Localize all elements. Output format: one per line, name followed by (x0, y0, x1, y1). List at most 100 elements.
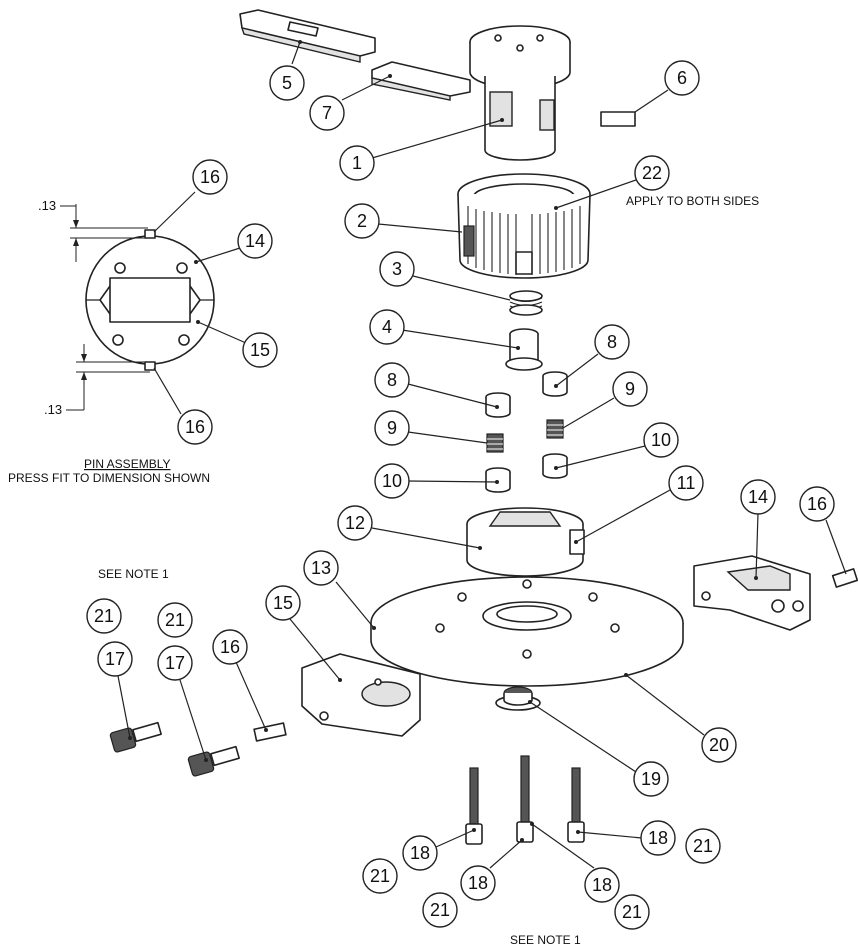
balloon-label: 18 (648, 828, 668, 848)
part-17-screw-b (179, 679, 240, 777)
balloon-label: 16 (200, 167, 220, 187)
balloon-label: 3 (392, 259, 402, 279)
balloon-3: 3 (379, 251, 415, 287)
part-8-pin-left (407, 383, 511, 418)
balloon-14a: 14 (740, 479, 776, 515)
balloon-circle (379, 251, 415, 287)
part-17-screw-a (109, 675, 162, 753)
balloon-label: 2 (357, 211, 367, 231)
balloon-label: 18 (468, 873, 488, 893)
balloon-circle (374, 463, 410, 499)
pin-assembly-title: PIN ASSEMBLY (84, 457, 170, 471)
part-9-spring-left (407, 431, 504, 453)
balloon-21d: 21 (422, 892, 458, 928)
balloon-5: 5 (269, 65, 305, 101)
see-note-bottom: SEE NOTE 1 (510, 933, 581, 947)
balloon-label: 9 (387, 418, 397, 438)
balloon-circle (303, 550, 339, 586)
part-16-pin-right (825, 519, 858, 588)
part-8-pin-right (542, 353, 599, 397)
part-5-slide-bar (239, 9, 376, 65)
balloon-label: 17 (105, 649, 125, 669)
balloon-label: 11 (677, 473, 696, 493)
balloon-10a: 10 (643, 422, 679, 458)
balloon-label: 21 (430, 900, 450, 920)
part-7-slide-bar (341, 61, 471, 101)
balloon-circle (339, 145, 375, 181)
balloon-circle (668, 465, 704, 501)
balloon-label: 18 (410, 843, 430, 863)
balloon-label: 20 (709, 735, 729, 755)
part-16-pin-left (235, 661, 287, 742)
balloon-15a: 15 (265, 585, 301, 621)
see-note-left: SEE NOTE 1 (98, 567, 169, 581)
balloon-circle (97, 641, 133, 677)
balloon-21e: 21 (614, 894, 650, 930)
part-13-base-plate (335, 576, 705, 736)
balloon-4: 4 (369, 309, 405, 345)
balloon-circle (337, 505, 373, 541)
part-18-bolt-center (489, 755, 595, 869)
balloon-label: 21 (165, 610, 185, 630)
balloon-18c: 18 (584, 867, 620, 903)
part-15-clamp-left (289, 618, 421, 737)
balloon-19: 19 (633, 761, 669, 797)
balloon-circle (86, 598, 122, 634)
press-fit-note: PRESS FIT TO DIMENSION SHOWN (8, 471, 210, 485)
balloon-circle (594, 324, 630, 360)
balloon-circle (212, 629, 248, 665)
balloon-label: 15 (250, 340, 270, 360)
balloon-circle (664, 60, 700, 96)
balloon-10b: 10 (374, 463, 410, 499)
balloon-circle (362, 858, 398, 894)
balloon-9a: 9 (612, 371, 648, 407)
balloon-label: 13 (311, 558, 331, 578)
balloon-label: 21 (693, 836, 713, 856)
part-1-top-housing (371, 25, 571, 161)
pin-assembly-detail (60, 191, 247, 415)
part-18-bolt-right (567, 767, 643, 843)
dimension-top-value: .13 (38, 198, 56, 213)
balloon-label: 8 (387, 370, 397, 390)
balloon-circle (701, 727, 737, 763)
balloon-label: 21 (622, 902, 642, 922)
balloon-circle (237, 223, 273, 259)
balloon-18b: 18 (460, 865, 496, 901)
balloon-14b: 14 (237, 223, 273, 259)
balloon-circle (242, 332, 278, 368)
balloon-circle (634, 155, 670, 191)
balloon-label: 14 (748, 487, 768, 507)
balloon-15b: 15 (242, 332, 278, 368)
balloon-16a: 16 (799, 486, 835, 522)
balloon-circle (374, 410, 410, 446)
balloon-label: 21 (94, 606, 114, 626)
balloon-label: 22 (642, 163, 662, 183)
balloon-circle (740, 479, 776, 515)
balloon-label: 10 (651, 430, 671, 450)
balloon-circle (612, 371, 648, 407)
balloon-label: 17 (165, 653, 185, 673)
balloon-label: 9 (625, 379, 635, 399)
balloon-16b: 16 (212, 629, 248, 665)
balloon-8a: 8 (594, 324, 630, 360)
balloon-label: 14 (245, 231, 265, 251)
part-10-pin-right (542, 445, 646, 479)
balloon-label: 21 (370, 866, 390, 886)
balloon-label: 1 (352, 153, 362, 173)
balloon-circle (614, 894, 650, 930)
balloon-label: 6 (677, 68, 687, 88)
apply-both-sides-note: APPLY TO BOTH SIDES (626, 194, 759, 208)
balloon-17b: 17 (157, 645, 193, 681)
part-3-spring (412, 275, 543, 316)
balloon-7: 7 (309, 95, 345, 131)
balloon-18d: 18 (640, 820, 676, 856)
balloon-label: 16 (185, 417, 205, 437)
balloon-6: 6 (664, 60, 700, 96)
balloon-label: 10 (382, 471, 402, 491)
part-19-flange-nut (495, 686, 637, 773)
balloon-2: 2 (344, 203, 380, 239)
balloon-8b: 8 (374, 362, 410, 398)
balloon-label: 5 (282, 73, 292, 93)
balloon-label: 4 (382, 317, 392, 337)
